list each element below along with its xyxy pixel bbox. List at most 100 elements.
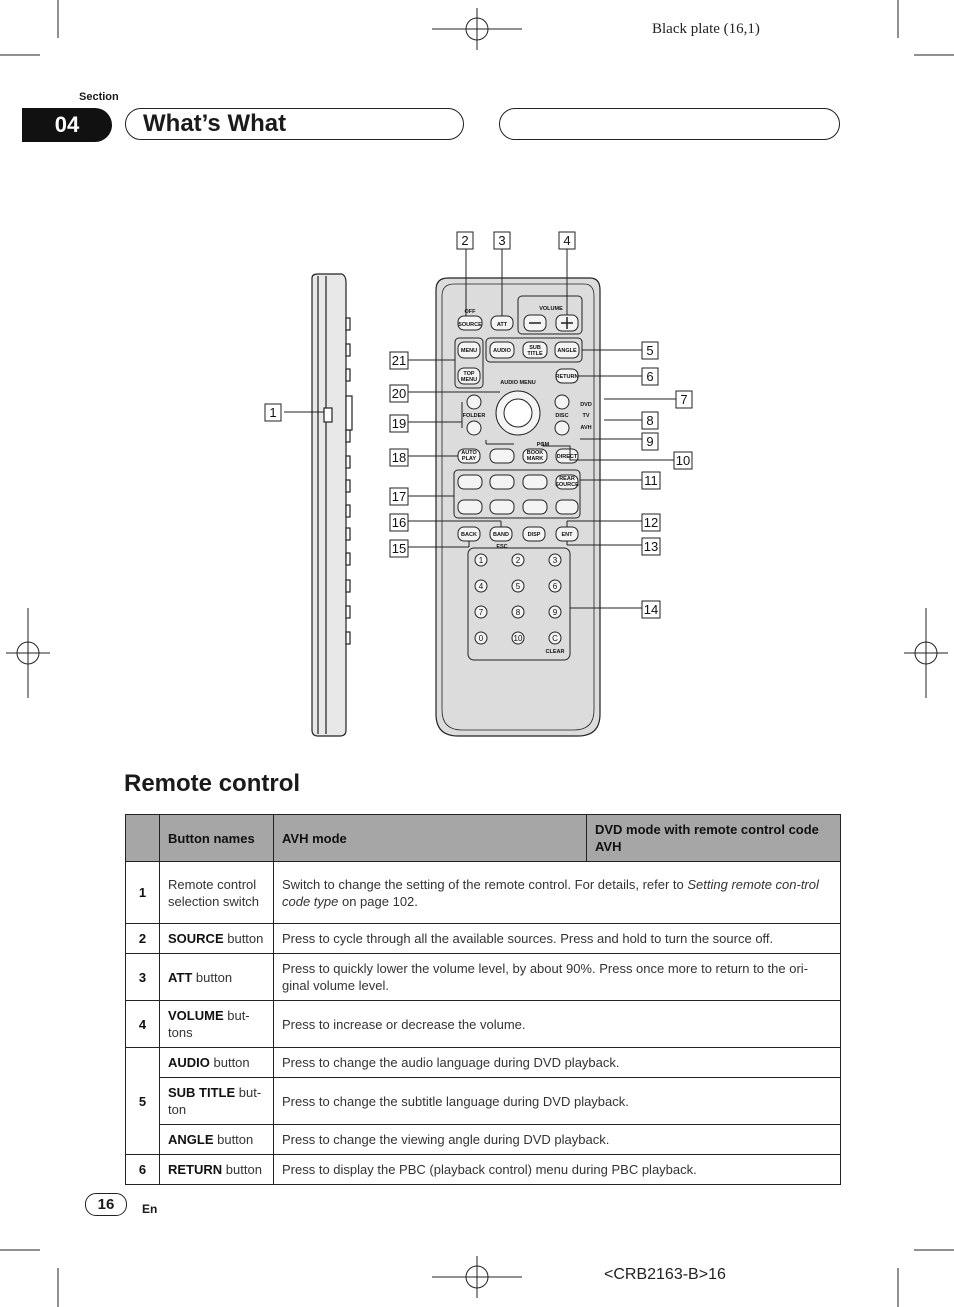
top-menu-label: MENU	[461, 377, 477, 383]
row-number: 1	[125, 861, 160, 924]
row-button-name: ATT button	[159, 953, 274, 1001]
row-description: Press to change the subtitle language du…	[273, 1077, 841, 1125]
row-desc-italic: Setting remote con-trol code type	[282, 876, 819, 909]
button-spec-table: Button names AVH mode DVD mode with remo…	[125, 814, 841, 1185]
table-row: 1 Remote control selection switch Switch…	[125, 861, 841, 924]
direct-key-label: DIRECT	[557, 454, 578, 460]
mark-label: MARK	[527, 456, 544, 462]
key-label: 3	[553, 556, 558, 565]
key-label: 2	[516, 556, 521, 565]
sub-label: SUB	[529, 345, 541, 351]
row-name-bold: SOURCE	[168, 931, 224, 946]
row-description: Press to change the audio language durin…	[273, 1047, 841, 1078]
off-label: OFF	[465, 309, 477, 315]
band-key-label: BAND	[493, 532, 509, 538]
row-number: 3	[125, 953, 160, 1001]
row-description: Press to cycle through all the available…	[273, 923, 841, 954]
callout-label: 13	[644, 539, 658, 554]
callout-label: 11	[644, 473, 658, 488]
row-description: Press to quickly lower the volume level,…	[273, 953, 841, 1001]
callout-label: 4	[563, 233, 570, 248]
leader-lines	[284, 248, 676, 609]
table-row: 6 RETURN button Press to display the PBC…	[125, 1154, 841, 1185]
book-label: BOOK	[527, 450, 544, 456]
return-key-label: RETURN	[556, 374, 579, 380]
source-key-label: SOURCE	[458, 322, 482, 328]
callout-label: 10	[676, 453, 690, 468]
table-row: 4 VOLUME but-tons Press to increase or d…	[125, 1000, 841, 1048]
section-label: Section	[79, 91, 119, 103]
callout-numbers: 1 2 3 4 5 6 7 8 9 10 11 12 13 14 15 16 1…	[264, 231, 693, 619]
remote-buttons	[453, 295, 583, 661]
callout-label: 17	[392, 489, 406, 504]
clear-label: CLEAR	[546, 649, 565, 655]
table-row: 2 SOURCE button Press to cycle through a…	[125, 923, 841, 954]
table-row: 5 AUDIO button Press to change the audio…	[125, 1047, 841, 1155]
folder-label: FOLDER	[463, 413, 486, 419]
table-row: ANGLE button Press to change the viewing…	[126, 1124, 841, 1155]
table-row: SUB TITLE but-ton Press to change the su…	[126, 1077, 841, 1125]
row-name-rest: but-ton	[168, 1085, 262, 1117]
row-name-rest: Remote control selection switch	[168, 876, 260, 909]
volume-symbols	[529, 317, 573, 329]
rear-label: REAR	[559, 476, 575, 482]
table-header-blank	[125, 814, 160, 862]
row-name-rest: button	[213, 1132, 254, 1147]
callout-label: 12	[644, 515, 658, 530]
language-label: En	[142, 1202, 158, 1216]
audio-key-label: AUDIO	[493, 348, 511, 354]
row-button-name: SUB TITLE but-ton	[159, 1077, 274, 1125]
row-name-rest: button	[209, 1055, 250, 1070]
row-button-name: RETURN button	[159, 1154, 274, 1185]
row-name-rest: button	[223, 931, 264, 946]
ent-key-label: ENT	[562, 532, 574, 538]
esc-label: ESC	[496, 544, 507, 550]
auto-label: AUTO	[461, 450, 477, 456]
empty-header-pill	[499, 108, 840, 140]
row-number: 2	[125, 923, 160, 954]
row-button-name: ANGLE button	[159, 1124, 274, 1155]
row-desc-post: on page 102.	[338, 893, 418, 909]
callout-label: 7	[680, 392, 687, 407]
row-description: Switch to change the setting of the remo…	[273, 861, 841, 924]
callout-label: 20	[392, 386, 406, 401]
table-header-button-names: Button names	[159, 814, 274, 862]
page-number: 16	[85, 1193, 127, 1216]
table-header-row: Button names AVH mode DVD mode with remo…	[125, 814, 841, 862]
row-description: Press to change the viewing angle during…	[273, 1124, 841, 1155]
key-label: 10	[514, 634, 523, 643]
key-label: 8	[516, 608, 521, 617]
table-header-dvd-mode: DVD mode with remote control code AVH	[586, 814, 841, 862]
row-desc-pre: Switch to change the setting of the remo…	[282, 876, 688, 892]
callout-label: 15	[392, 541, 406, 556]
att-key-label: ATT	[497, 322, 508, 328]
callout-label: 8	[646, 413, 653, 428]
remote-control-figure: OFF SOURCE ATT VOLUME MENU TOP MENU AUDI…	[264, 231, 693, 737]
row-name-bold: ANGLE	[168, 1132, 214, 1147]
rear-source-label: SOURCE	[555, 482, 579, 488]
table-header-avh-mode: AVH mode	[273, 814, 587, 862]
callout-label: 16	[392, 515, 406, 530]
row-description: Press to display the PBC (playback contr…	[273, 1154, 841, 1185]
row-number: 6	[125, 1154, 160, 1185]
play-label: PLAY	[462, 456, 476, 462]
row-button-name: AUDIO button	[159, 1047, 274, 1078]
key-label: 0	[479, 634, 484, 643]
row-button-name: VOLUME but-tons	[159, 1000, 274, 1048]
key-label: 1	[479, 556, 484, 565]
row-description: Press to increase or decrease the volume…	[273, 1000, 841, 1048]
plate-label: Black plate (16,1)	[652, 21, 760, 37]
title-label: TITLE	[527, 351, 543, 357]
row-number: 4	[125, 1000, 160, 1048]
row-name-bold: SUB TITLE	[168, 1085, 236, 1100]
page-heading: Remote control	[124, 770, 301, 797]
key-label: 6	[553, 582, 558, 591]
avh-label: AVH	[580, 425, 591, 431]
table-row: 3 ATT button Press to quickly lower the …	[125, 953, 841, 1001]
section-title: What’s What	[125, 108, 464, 140]
section-number-badge: 04	[22, 108, 112, 142]
callout-label: 18	[392, 450, 406, 465]
tv-label: TV	[582, 413, 589, 419]
angle-key-label: ANGLE	[557, 348, 577, 354]
